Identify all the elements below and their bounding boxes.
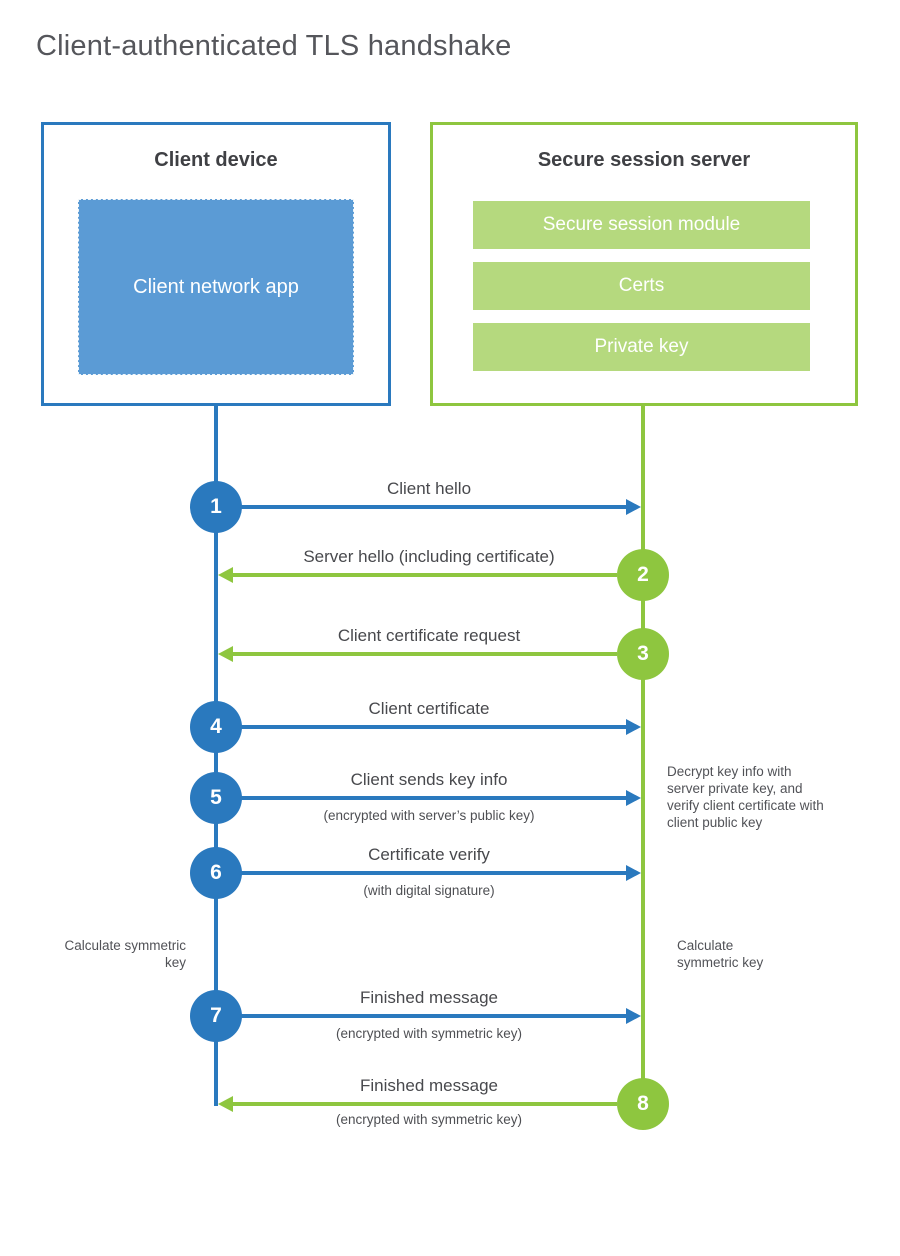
step-3-arrowhead-icon [218, 646, 233, 662]
step-8-sublabel: (encrypted with symmetric key) [335, 1112, 523, 1127]
client-lifeline [214, 405, 218, 1106]
step-7-sublabel: (encrypted with symmetric key) [335, 1026, 523, 1041]
step-2-badge: 2 [617, 549, 669, 601]
client-network-app-label: Client network app [133, 276, 299, 298]
step-1-label: Client hello [386, 479, 472, 498]
step-8-arrow-line [232, 1102, 617, 1106]
step-6-sublabel: (with digital signature) [363, 883, 495, 898]
step-2-label: Server hello (including certificate) [303, 547, 555, 566]
calc-symmetric-key-right-note: Calculate symmetric key [677, 938, 764, 970]
step-1-arrow-line [240, 505, 627, 509]
step-6-badge: 6 [190, 847, 242, 899]
step-5-arrowhead-icon [626, 790, 641, 806]
step-4-arrow-line [240, 725, 627, 729]
server-lifeline [641, 405, 645, 1104]
step-8-badge: 8 [617, 1078, 669, 1130]
step-7-badge: 7 [190, 990, 242, 1042]
step-4-badge: 4 [190, 701, 242, 753]
calc-symmetric-key-left-note: Calculate symmetric key [64, 938, 186, 970]
step-2-arrowhead-icon [218, 567, 233, 583]
step-5-sublabel: (encrypted with server’s public key) [323, 808, 535, 823]
step-5-arrow-line [240, 796, 627, 800]
step-1-badge: 1 [190, 481, 242, 533]
step-7-arrowhead-icon [626, 1008, 641, 1024]
module-private-key: Private key [473, 323, 810, 371]
step-5-label: Client sends key info [350, 770, 508, 789]
client-network-app-box: Client network app [78, 199, 354, 375]
decrypt-note: Decrypt key info with server private key… [667, 764, 824, 830]
client-device-title: Client device [154, 149, 278, 171]
step-6-label: Certificate verify [368, 845, 490, 864]
step-4-arrowhead-icon [626, 719, 641, 735]
step-3-arrow-line [232, 652, 617, 656]
step-3-label: Client certificate request [337, 626, 521, 645]
step-4-label: Client certificate [368, 699, 490, 718]
step-7-arrow-line [240, 1014, 627, 1018]
step-6-arrow-line [240, 871, 627, 875]
module-certs: Certs [473, 262, 810, 310]
page-title: Client-authenticated TLS handshake [36, 30, 512, 62]
module-secure-session-module: Secure session module [473, 201, 810, 249]
step-1-arrowhead-icon [626, 499, 641, 515]
step-6-arrowhead-icon [626, 865, 641, 881]
step-7-label: Finished message [360, 988, 498, 1007]
step-8-label: Finished message [360, 1076, 498, 1095]
step-3-badge: 3 [617, 628, 669, 680]
secure-session-server-title: Secure session server [537, 149, 751, 171]
step-8-arrowhead-icon [218, 1096, 233, 1112]
step-2-arrow-line [232, 573, 617, 577]
step-5-badge: 5 [190, 772, 242, 824]
